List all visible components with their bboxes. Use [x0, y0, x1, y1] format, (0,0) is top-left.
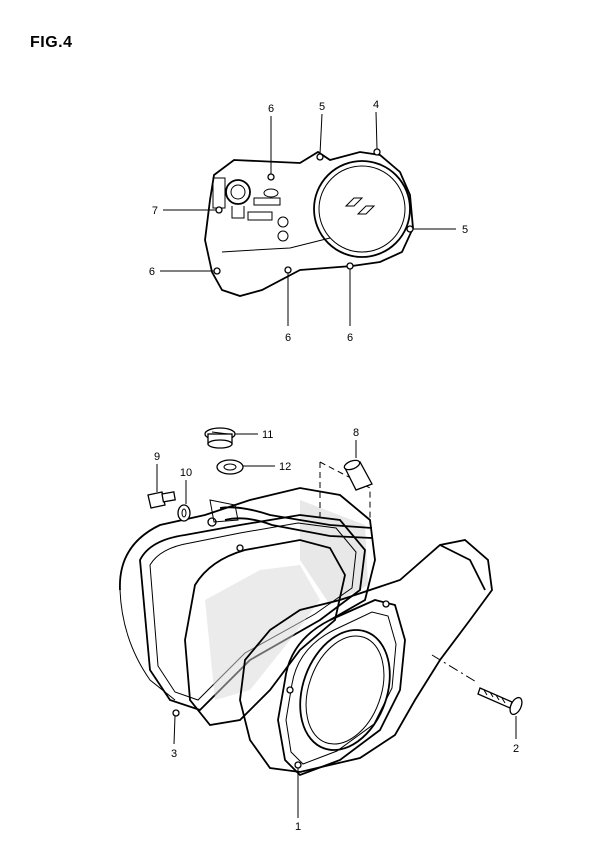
- lower-callouts: 11 12 8 9 10 3 2 1: [154, 427, 519, 833]
- crankcase-cover-drawing: [204, 148, 414, 297]
- callout-6-top: 6: [268, 103, 274, 115]
- callout-6-bottom-right: 6: [347, 332, 353, 344]
- callout-12: 12: [279, 461, 291, 473]
- callout-9: 9: [154, 451, 160, 463]
- lower-leaders: [156, 433, 517, 818]
- callout-3: 3: [171, 748, 177, 760]
- figure-title: FIG.4: [30, 34, 73, 51]
- callout-4: 4: [373, 99, 379, 111]
- callout-5-top: 5: [319, 101, 325, 113]
- callout-2: 2: [513, 743, 519, 755]
- callout-8: 8: [353, 427, 359, 439]
- callout-5-right: 5: [462, 224, 468, 236]
- callout-10: 10: [180, 467, 192, 479]
- upper-leaders: [160, 111, 456, 326]
- callout-11: 11: [262, 429, 273, 441]
- upper-callouts: 6 5 4 7 5 6 6 6: [149, 99, 468, 344]
- hardware-parts: [147, 427, 523, 716]
- callout-7: 7: [152, 205, 158, 217]
- callout-6-left: 6: [149, 266, 155, 278]
- exploded-cover-drawing: [119, 461, 493, 777]
- callout-1: 1: [295, 821, 301, 833]
- callout-6-bottom-left: 6: [285, 332, 291, 344]
